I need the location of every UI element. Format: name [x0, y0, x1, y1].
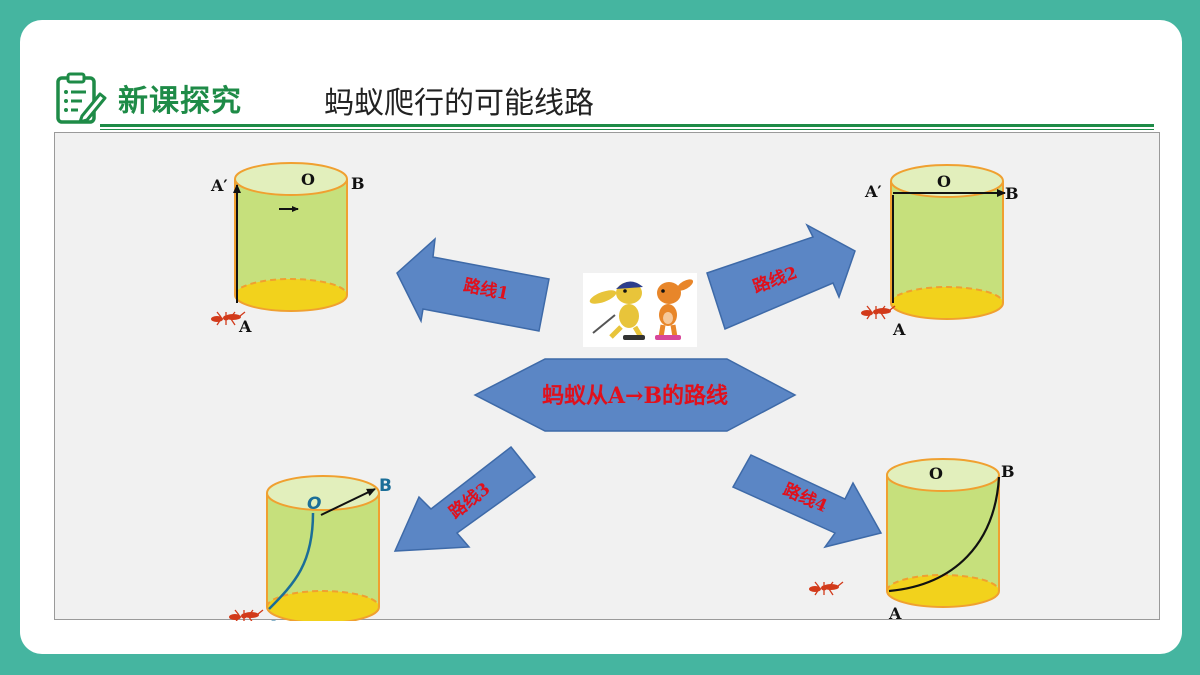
ant-icon — [211, 311, 246, 326]
cylinder-route-2: A′ O B A — [861, 164, 1019, 339]
cylinder-top — [266, 475, 380, 511]
route-4-arrow: 路线4 — [731, 454, 883, 549]
header-divider-thin — [100, 129, 1154, 130]
point-label-b: B — [379, 476, 392, 496]
point-label-a-prime: A′ — [864, 182, 882, 201]
cylinder-body — [891, 181, 1003, 319]
cartoon-characters-image — [583, 273, 697, 347]
page-title: 蚂蚁爬行的可能线路 — [324, 86, 594, 121]
ant-icon — [229, 609, 264, 621]
cylinder-top — [886, 458, 1000, 492]
cylinder-base — [887, 575, 999, 607]
cylinder-body — [235, 179, 347, 311]
point-label-a: A — [892, 320, 906, 339]
point-label-o: O — [307, 494, 321, 514]
clipboard-pencil-icon — [56, 72, 107, 124]
ant-icon — [861, 305, 896, 320]
cylinder-base — [235, 279, 347, 311]
route-3-arrow: 路线3 — [393, 445, 537, 552]
routes-diagram: A′ O B A — [210, 162, 1019, 621]
cylinder-top — [234, 162, 348, 196]
point-label-b: B — [351, 174, 365, 193]
center-hexagon: 蚂蚁从A→B的路线 — [473, 358, 797, 432]
cylinder-base — [267, 591, 379, 621]
cylinder-body — [887, 475, 999, 607]
point-label-a: A — [238, 317, 252, 336]
slide: 新课探究 蚂蚁爬行的可能线路 — [20, 20, 1182, 654]
point-label-a: A — [267, 618, 281, 621]
ant-icon — [809, 581, 844, 596]
point-label-o: O — [301, 170, 315, 189]
point-label-a: A — [888, 604, 902, 621]
route-path — [268, 512, 315, 610]
cylinder-route-3: O B A — [229, 475, 392, 621]
cylinder-body — [267, 493, 379, 621]
point-label-o: O — [937, 172, 951, 191]
cylinder-base — [891, 287, 1003, 319]
point-label-o: O — [929, 464, 943, 483]
point-label-b: B — [1005, 184, 1019, 203]
route-1-arrow: 路线1 — [396, 237, 550, 332]
route-path-top — [320, 488, 376, 516]
route-path — [888, 476, 1001, 593]
section-title: 新课探究 — [118, 84, 242, 119]
cylinder-route-1: A′ O B A — [210, 162, 365, 336]
cylinder-route-4: O B A — [809, 458, 1015, 621]
header-divider — [100, 124, 1154, 127]
point-label-b: B — [1001, 462, 1015, 481]
center-label: 蚂蚁从A→B的路线 — [542, 383, 728, 409]
diagram-panel: A′ O B A — [54, 132, 1160, 621]
point-label-a-prime: A′ — [210, 176, 228, 195]
route-2-arrow: 路线2 — [706, 223, 856, 331]
